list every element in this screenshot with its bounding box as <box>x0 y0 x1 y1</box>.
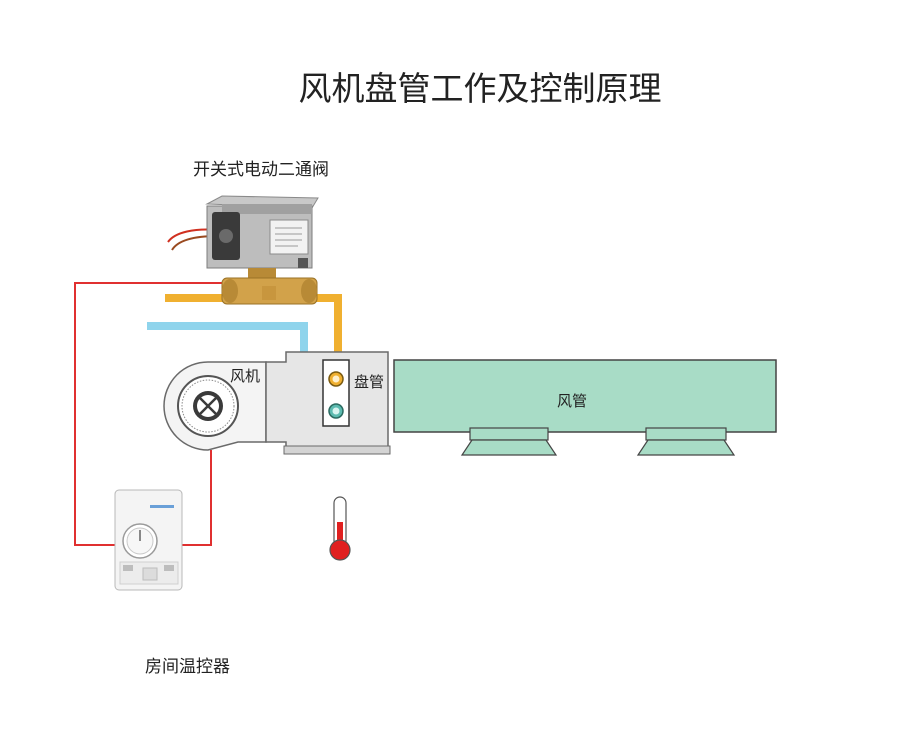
air-duct <box>393 359 777 456</box>
return-port-inner <box>332 407 340 415</box>
duct-label: 风管 <box>557 392 587 410</box>
electric-valve-icon <box>167 195 319 305</box>
diagram-title: 风机盘管工作及控制原理 <box>299 69 662 108</box>
valve-wire <box>74 282 222 546</box>
thermostat-label: 房间温控器 <box>145 657 230 677</box>
supply-port-inner <box>332 375 340 383</box>
coil-label: 盘管 <box>354 373 384 391</box>
valve-label: 开关式电动二通阀 <box>193 160 329 180</box>
fan-label: 风机 <box>230 367 260 385</box>
coil-housing <box>265 351 391 455</box>
thermostat-icon <box>114 489 183 591</box>
fan-wire <box>180 450 212 546</box>
thermometer-icon <box>329 496 351 561</box>
control-wiring <box>74 282 222 546</box>
centrifugal-fan-icon <box>163 361 267 451</box>
